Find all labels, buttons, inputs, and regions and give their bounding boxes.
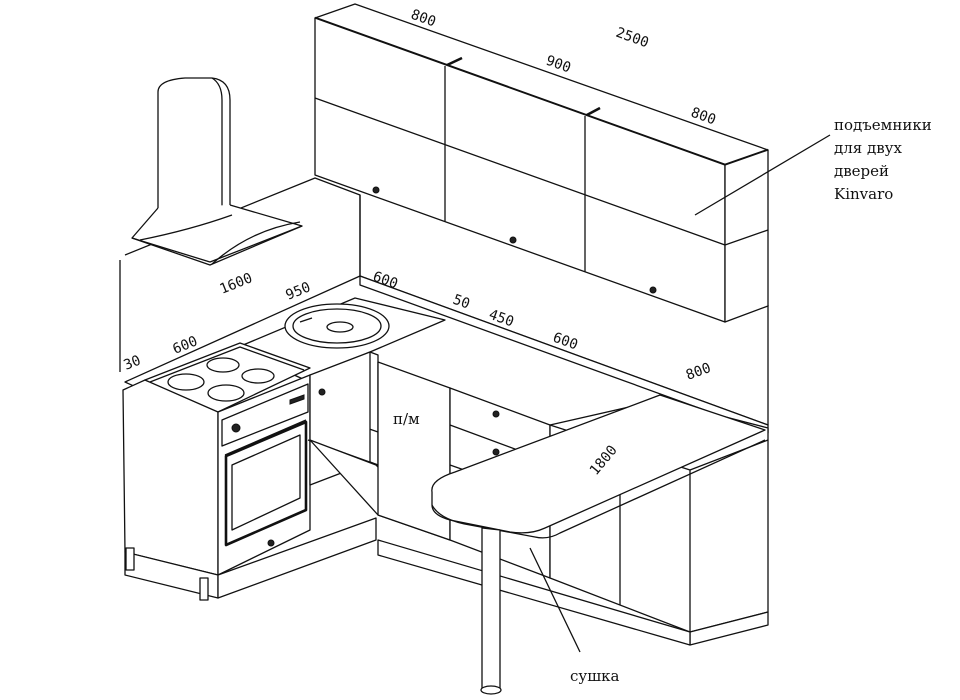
- range-hood: [131, 77, 303, 266]
- upper-handle-1: [372, 186, 380, 194]
- leader-lines: [529, 134, 831, 653]
- burner-3: [207, 384, 245, 402]
- note-lifters-line2: для двух: [834, 139, 903, 157]
- dim-corner-800: 800: [684, 360, 713, 384]
- leader-lifters: [694, 134, 831, 216]
- upper-handle-3: [649, 286, 657, 294]
- breakfast-bar: [431, 394, 766, 695]
- dim-left-30: 30: [122, 353, 144, 374]
- note-lifters-line3: дверей: [834, 162, 889, 180]
- burner-2: [206, 357, 240, 373]
- stove-unit: [122, 342, 377, 601]
- burner-4: [241, 368, 275, 384]
- note-dishwasher: п/м: [393, 410, 420, 428]
- annotations: подъемники для двух дверей Kinvaro п/м с…: [393, 116, 932, 685]
- burner-1: [167, 373, 205, 391]
- leader-dryer: [529, 547, 581, 653]
- sink: [284, 303, 390, 349]
- note-dryer: сушка: [570, 667, 620, 685]
- note-lifters-line1: подъемники: [834, 116, 932, 134]
- upper-handle-2: [509, 236, 517, 244]
- dim-wall-1600: 1600: [218, 270, 255, 297]
- dim-total-2500: 2500: [614, 25, 651, 52]
- upper-cabinets: [314, 3, 769, 323]
- note-lifters-line4: Kinvaro: [834, 185, 893, 203]
- dim-gap-50: 50: [451, 292, 472, 313]
